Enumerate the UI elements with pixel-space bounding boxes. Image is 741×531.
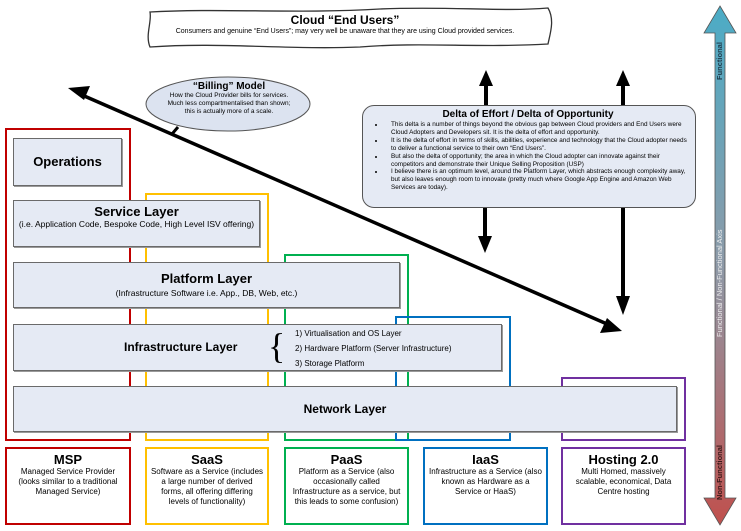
billing-scale-arrowhead-right (600, 318, 622, 333)
model-box-saas: SaaS Software as a Service (includes a l… (145, 447, 269, 525)
infrastructure-item: 2) Hardware Platform (Server Infrastruct… (295, 344, 452, 353)
model-title: MSP (53, 452, 83, 467)
infrastructure-item: 3) Storage Platform (295, 359, 365, 368)
service-layer-title: Service Layer (94, 204, 179, 219)
billing-line: How the Cloud Provider bills for service… (169, 92, 289, 99)
up-arrow-left-head (479, 70, 493, 86)
model-title: SaaS (191, 452, 223, 467)
delta-bullet: It is the delta of effort in terms of sk… (385, 137, 687, 153)
delta-bullets: This delta is a number of things beyond … (369, 121, 687, 192)
billing-scale-line (81, 93, 608, 326)
billing-line: this is actually more of a scale. (184, 108, 274, 115)
platform-layer-title: Platform Layer (160, 271, 253, 286)
network-layer: Network Layer (13, 386, 677, 432)
model-box-iaas: IaaS Infrastructure as a Service (also k… (423, 447, 548, 525)
delta-bullet: But also the delta of opportunity; the a… (385, 153, 687, 169)
model-desc: Infrastructure as a Service (also known … (429, 467, 542, 496)
down-arrow-left-head (478, 236, 492, 253)
delta-title: Delta of Effort / Delta of Opportunity (442, 109, 614, 120)
model-desc: Platform as a Service (also occasionally… (292, 467, 401, 506)
infrastructure-item: 1) Virtualisation and OS Layer (295, 329, 402, 338)
service-layer: Service Layer (i.e. Application Code, Be… (13, 200, 260, 247)
service-layer-desc: (i.e. Application Code, Bespoke Code, Hi… (18, 219, 255, 229)
billing-title: “Billing” Model (192, 81, 266, 92)
billing-model: “Billing” Model How the Cloud Provider b… (148, 81, 310, 116)
up-arrow-right-head (616, 70, 630, 86)
billing-line: Much less compartmentalised than shown; (167, 100, 291, 107)
axis-top-label: Functional (715, 42, 724, 80)
infrastructure-layer: Infrastructure Layer { (13, 324, 502, 371)
model-desc: Multi Homed, massively scalable, economi… (575, 467, 672, 496)
billing-scale-arrowhead-left (68, 86, 90, 100)
model-title: PaaS (330, 452, 363, 467)
model-title: IaaS (472, 452, 499, 467)
operations-layer-title: Operations (33, 154, 102, 169)
billing-ellipse (145, 76, 311, 132)
cloud-subtitle: Consumers and genuine “End Users”; may v… (175, 28, 515, 35)
operations-layer: Operations (13, 138, 122, 186)
model-box-paas: PaaS Platform as a Service (also occasio… (284, 447, 409, 525)
infrastructure-layer-title: Infrastructure Layer (124, 340, 238, 354)
cloud-end-users: Cloud “End Users” Consumers and genuine … (145, 13, 545, 35)
delta-bullet: I believe there is an optimum level, aro… (385, 168, 687, 192)
model-desc: Managed Service Provider (looks similar … (18, 467, 118, 496)
model-box-hosting: Hosting 2.0 Multi Homed, massively scala… (561, 447, 686, 525)
down-arrow-right-head (616, 296, 630, 315)
platform-layer: Platform Layer (Infrastructure Software … (13, 262, 400, 308)
delta-box: Delta of Effort / Delta of Opportunity T… (362, 105, 696, 208)
cloud-title: Cloud “End Users” (290, 13, 400, 27)
iaas-column-outline (395, 316, 511, 441)
infrastructure-brace: { (268, 326, 286, 366)
platform-layer-desc: (Infrastructure Software i.e. App., DB, … (115, 288, 298, 298)
model-title: Hosting 2.0 (588, 452, 659, 467)
axis-bottom-label: Non-Functional (715, 445, 724, 500)
saas-column-outline (145, 193, 269, 441)
network-layer-title: Network Layer (303, 402, 387, 416)
model-box-msp: MSP Managed Service Provider (looks simi… (5, 447, 131, 525)
axis-middle-label: Functional / Non-Functional Axis (715, 229, 724, 337)
cloud-shape (147, 7, 553, 49)
functional-axis-arrow (703, 5, 737, 526)
model-desc: Software as a Service (includes a large … (150, 467, 264, 506)
delta-bullet: This delta is a number of things beyond … (385, 121, 687, 137)
infrastructure-items: 1) Virtualisation and OS Layer 2) Hardwa… (295, 326, 452, 371)
